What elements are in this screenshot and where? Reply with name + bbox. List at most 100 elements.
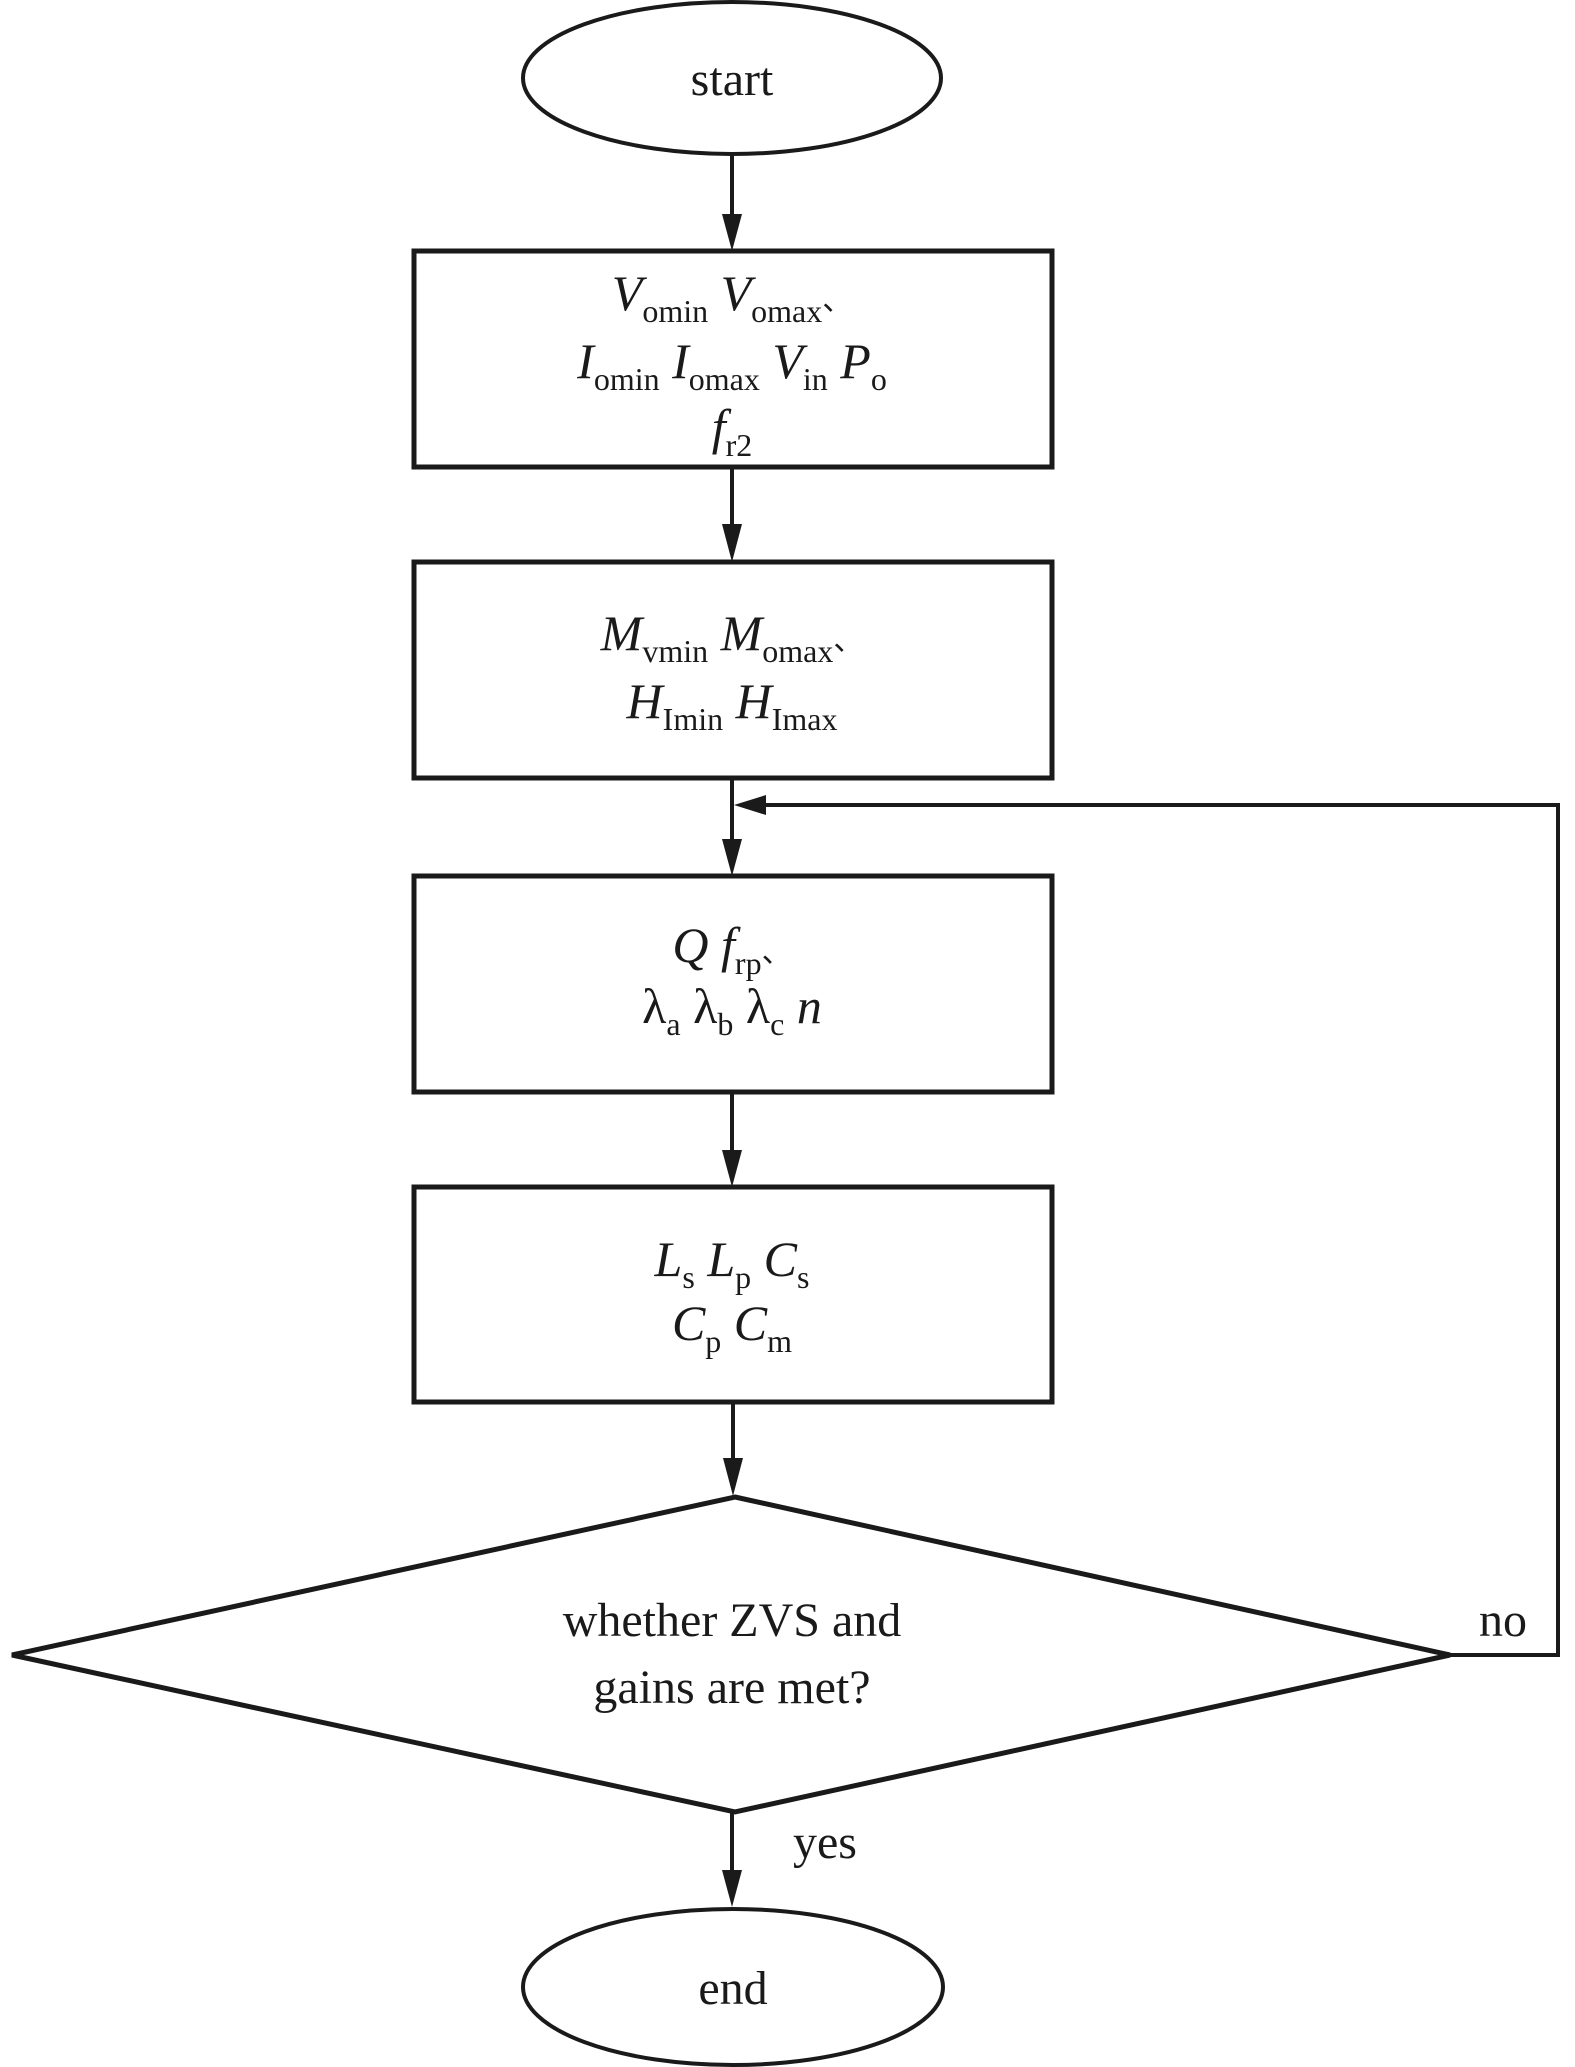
subscript: omax — [689, 361, 760, 397]
symbol: H — [735, 673, 775, 729]
arrowhead-icon — [723, 1458, 743, 1496]
arrowhead-left-icon — [734, 795, 766, 815]
spacer — [723, 673, 736, 729]
params-line-1: Q frp​、 — [672, 917, 791, 981]
subscript: Imin — [663, 701, 723, 737]
end-node: end — [521, 1907, 945, 2067]
spacer — [733, 978, 746, 1034]
inputs-node: Vomin​ Vomax​、 Iomin​ Iomax​ Vin​ Po​ fr… — [411, 248, 1055, 470]
spacer — [760, 333, 773, 389]
subscript: omax — [762, 633, 833, 669]
spacer — [695, 1231, 708, 1287]
subscript: s — [682, 1259, 694, 1295]
end-ellipse — [521, 1907, 945, 2067]
symbol: λ — [746, 978, 770, 1034]
symbol: L — [654, 1231, 683, 1287]
start-ellipse — [521, 0, 943, 156]
inputs-line-3: fr2​ — [712, 399, 753, 463]
decision-line-2: gains are met? — [593, 1661, 870, 1714]
arrowhead-icon — [722, 1150, 742, 1187]
arrowhead-icon — [722, 214, 742, 251]
symbol: L — [706, 1231, 735, 1287]
components-line-2: Cp​ Cm​ — [672, 1295, 792, 1359]
symbol: λ — [693, 978, 717, 1034]
arrow-start-to-inputs — [722, 156, 742, 251]
arrow-inputs-to-gains — [722, 467, 742, 562]
components-box — [411, 1184, 1055, 1405]
symbol: M — [600, 605, 645, 661]
symbol: V — [721, 265, 757, 321]
separator-mark: 、 — [833, 624, 863, 657]
symbol: P — [839, 333, 871, 389]
subscript: c — [770, 1006, 784, 1042]
end-label: end — [698, 1962, 767, 2015]
symbol: M — [720, 605, 765, 661]
subscript: m — [767, 1323, 792, 1359]
params-line-2: λa​ λb​ λc​ n — [642, 978, 822, 1042]
subscript: Imax — [772, 701, 838, 737]
symbol: H — [626, 673, 666, 729]
symbol: I — [576, 333, 596, 389]
spacer — [709, 917, 722, 973]
symbol: V — [612, 265, 648, 321]
symbol: Q — [672, 917, 708, 973]
inputs-line-1: Vomin​ Vomax​、 — [612, 265, 852, 329]
subscript: omax — [751, 293, 822, 329]
arrowhead-icon — [722, 839, 742, 876]
inputs-line-2: Iomin​ Iomax​ Vin​ Po​ — [576, 333, 887, 397]
yes-label: yes — [793, 1816, 857, 1869]
spacer — [784, 978, 797, 1034]
spacer — [721, 1295, 734, 1351]
symbol: V — [772, 333, 808, 389]
feedback-line — [766, 803, 1560, 1657]
inputs-box — [411, 248, 1055, 470]
params-node: Q frp​、 λa​ λb​ λc​ n — [411, 873, 1055, 1095]
spacer — [681, 978, 694, 1034]
spacer — [708, 265, 721, 321]
arrow-gains-to-params — [722, 778, 742, 876]
subscript: vmin — [642, 633, 708, 669]
gains-node: Mvmin​ Momax​、 HImin​ HImax​ — [411, 559, 1055, 781]
symbol: C — [764, 1231, 798, 1287]
subscript: b — [717, 1006, 733, 1042]
symbol: n — [797, 978, 822, 1034]
symbol: I — [671, 333, 691, 389]
separator-mark: 、 — [762, 936, 792, 969]
symbol: λ — [642, 978, 666, 1034]
symbol: C — [734, 1295, 768, 1351]
feedback-loop-no: no — [734, 795, 1560, 1657]
separator-mark: 、 — [822, 284, 852, 317]
subscript: p — [735, 1259, 751, 1295]
symbol: C — [672, 1295, 706, 1351]
components-line-1: Ls​ Lp​ Cs​ — [654, 1231, 810, 1295]
gains-box — [411, 559, 1055, 781]
decision-diamond — [11, 1494, 1451, 1815]
subscript: r2 — [726, 427, 753, 463]
decision-node: whether ZVS and gains are met? — [11, 1494, 1451, 1815]
subscript: omin — [642, 293, 708, 329]
subscript: in — [803, 361, 828, 397]
spacer — [828, 333, 841, 389]
subscript: s — [797, 1259, 809, 1295]
subscript: p — [705, 1323, 721, 1359]
subscript: a — [666, 1006, 680, 1042]
gains-line-2: HImin​ HImax​ — [626, 673, 838, 737]
spacer — [708, 605, 721, 661]
params-box — [411, 873, 1055, 1095]
arrowhead-icon — [722, 524, 742, 562]
arrow-decision-to-end: yes — [722, 1812, 857, 1907]
arrow-params-to-components — [722, 1092, 742, 1187]
no-label: no — [1479, 1594, 1527, 1647]
decision-line-1: whether ZVS and — [563, 1594, 902, 1647]
gains-line-1: Mvmin​ Momax​、 — [600, 605, 864, 669]
spacer — [660, 333, 673, 389]
subscript: o — [871, 361, 887, 397]
start-label: start — [691, 53, 774, 106]
spacer — [751, 1231, 764, 1287]
arrowhead-icon — [722, 1870, 742, 1907]
start-node: start — [521, 0, 943, 156]
arrow-components-to-decision — [723, 1402, 743, 1496]
components-node: Ls​ Lp​ Cs​ Cp​ Cm​ — [411, 1184, 1055, 1405]
subscript: omin — [594, 361, 660, 397]
